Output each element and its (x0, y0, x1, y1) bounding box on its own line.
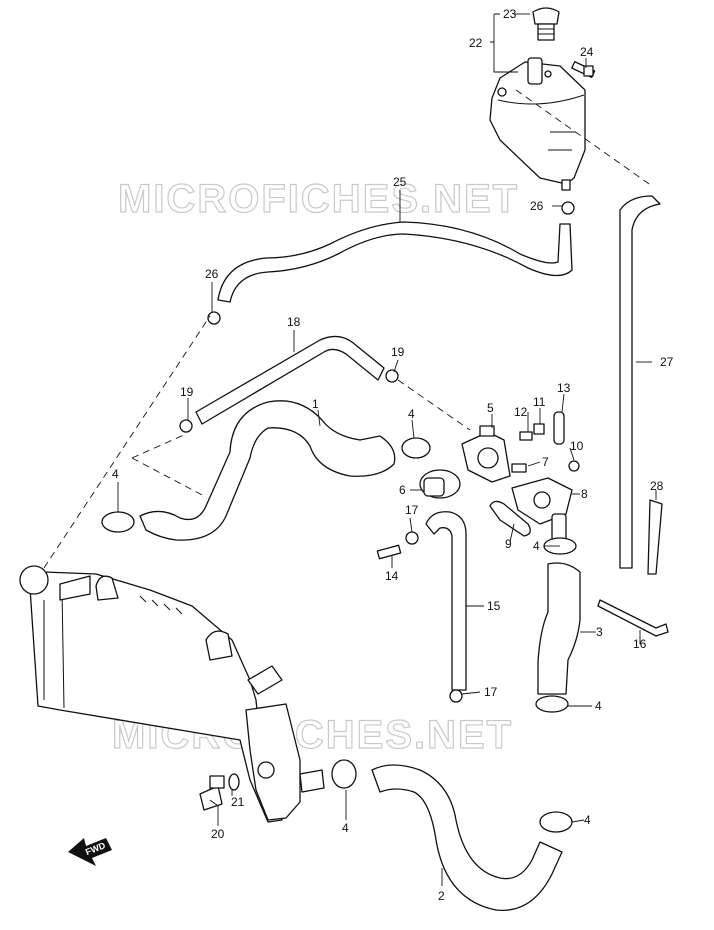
callout-22: 22 (469, 36, 483, 50)
callout-16: 16 (633, 637, 647, 651)
callout-3: 3 (596, 625, 603, 639)
callout-15: 15 (487, 599, 501, 613)
callout-20: 20 (211, 827, 225, 841)
callout-7: 7 (542, 455, 549, 469)
hose-25 (217, 221, 573, 303)
callout-4-top: 4 (408, 407, 415, 421)
callout-28: 28 (650, 479, 664, 493)
callout-17-bottom: 17 (484, 685, 498, 699)
hose-18 (195, 335, 385, 425)
radiator (19, 565, 325, 823)
thermostat-housing (461, 425, 511, 483)
callout-9: 9 (505, 537, 512, 551)
leader-lines (117, 13, 657, 886)
drain-plug (199, 773, 240, 811)
callout-5: 5 (487, 401, 494, 415)
callout-18: 18 (287, 315, 301, 329)
callout-4-low: 4 (595, 699, 602, 713)
reservoir-tank (489, 57, 586, 191)
callout-8: 8 (581, 487, 588, 501)
callout-2: 2 (438, 889, 445, 903)
hose-15 (425, 511, 467, 691)
callout-25: 25 (393, 175, 407, 189)
callout-19-left: 19 (180, 385, 194, 399)
hose-1 (139, 400, 396, 541)
fittings (179, 201, 580, 703)
callout-23: 23 (503, 7, 517, 21)
callout-4-left: 4 (112, 467, 119, 481)
callout-13: 13 (557, 381, 571, 395)
callout-26-left: 26 (205, 267, 219, 281)
callout-4-mid: 4 (533, 539, 540, 553)
callout-17-top: 17 (405, 503, 419, 517)
o-ring (489, 500, 531, 537)
cable-tie-28 (647, 499, 663, 575)
cable-tie-16 (597, 599, 669, 637)
hose-27 (619, 195, 661, 569)
callout-19-right: 19 (391, 345, 405, 359)
callout-4-bottom-right: 4 (584, 813, 591, 827)
hose-clamps (101, 437, 577, 833)
callout-10: 10 (570, 439, 584, 453)
hose-3 (537, 562, 581, 695)
callout-labels: 23 22 24 25 26 26 18 19 27 19 1 4 5 12 1… (112, 7, 674, 903)
callout-21: 21 (231, 795, 245, 809)
watermark-top: MICROFICHES.NET (118, 177, 519, 221)
callout-26-top: 26 (530, 199, 544, 213)
hose-2 (371, 764, 563, 911)
callout-14: 14 (385, 569, 399, 583)
callout-27: 27 (660, 355, 674, 369)
callout-4-bottom: 4 (342, 821, 349, 835)
callout-6: 6 (399, 483, 406, 497)
callout-11: 11 (533, 395, 546, 409)
callout-12: 12 (514, 405, 528, 419)
reference-lines (43, 89, 653, 569)
thermostat (419, 469, 461, 499)
callout-1: 1 (312, 397, 319, 411)
forward-direction-icon: FWD (68, 838, 112, 866)
reservoir-bolt (571, 61, 596, 79)
callout-24: 24 (580, 45, 594, 59)
reservoir-cap (532, 7, 560, 41)
